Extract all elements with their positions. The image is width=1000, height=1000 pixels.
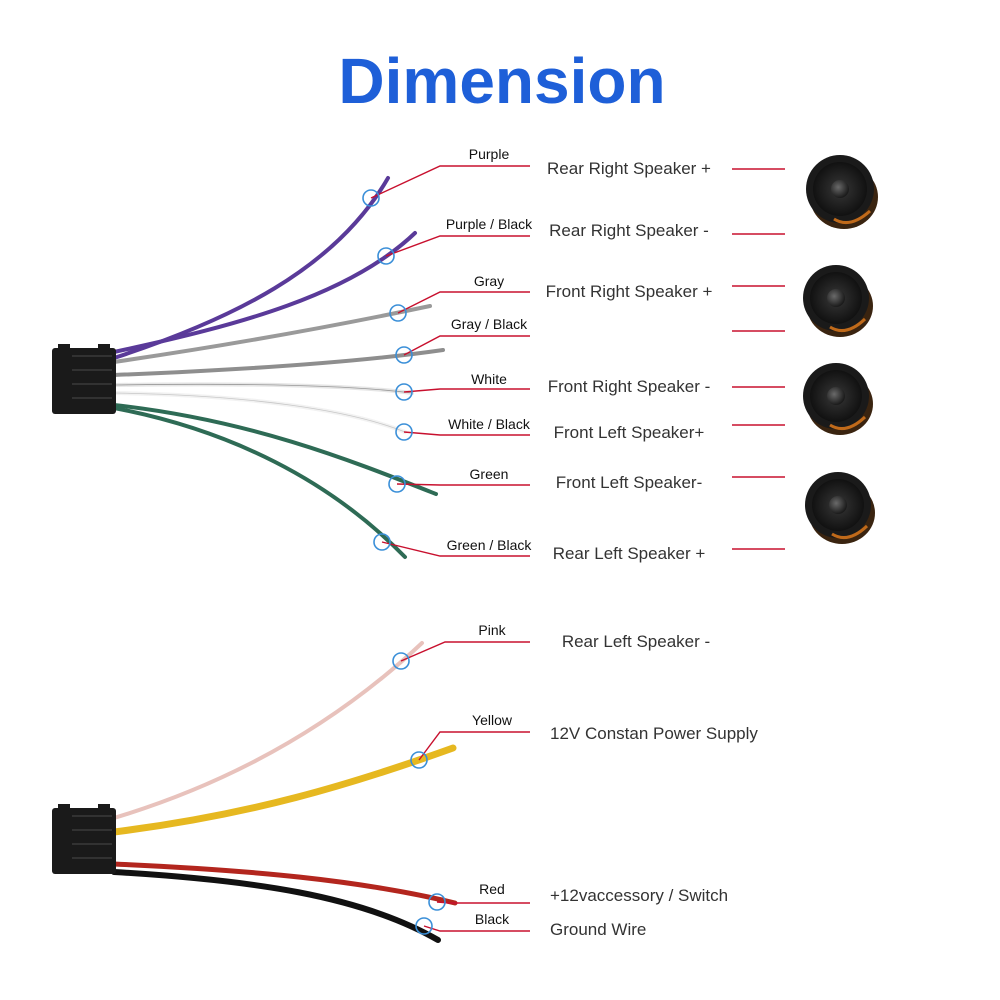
- function-label: Rear Left Speaker +: [553, 544, 706, 563]
- page-title: Dimension: [338, 45, 665, 117]
- upper-wire-labels: Purple Purple / Black Gray Gray / Black …: [446, 146, 533, 553]
- upper-leaders: [370, 165, 530, 557]
- lower-wire-labels: Pink Yellow Red Black: [472, 622, 513, 927]
- wire-label: White / Black: [448, 416, 531, 432]
- lower-functions: Rear Left Speaker - 12V Constan Power Su…: [550, 632, 758, 939]
- lower-markers: [392, 652, 446, 935]
- upper-functions: Rear Right Speaker + Rear Right Speaker …: [546, 159, 713, 563]
- wire-label: Green: [470, 466, 509, 482]
- wire-label: White: [471, 371, 507, 387]
- function-label: Front Right Speaker -: [548, 377, 711, 396]
- speaker-leaders: [732, 168, 785, 550]
- wire-pink: [112, 641, 424, 820]
- wire-gray: [112, 304, 432, 364]
- function-label: 12V Constan Power Supply: [550, 724, 758, 743]
- wire-yellow: [110, 744, 457, 836]
- function-label: Rear Left Speaker -: [562, 632, 710, 651]
- wire-label: Black: [475, 911, 510, 927]
- wire-label: Pink: [478, 622, 506, 638]
- upper-wires: [112, 176, 445, 559]
- speaker-icon: [803, 265, 873, 337]
- wire-label: Yellow: [472, 712, 513, 728]
- wire-gray-black: [112, 348, 445, 377]
- wire-green-black: [112, 406, 407, 559]
- wire-label: Gray: [474, 273, 504, 289]
- wire-black: [111, 869, 441, 943]
- lower-connector: [52, 804, 116, 874]
- speaker-icon: [805, 472, 875, 544]
- function-label: Ground Wire: [550, 920, 646, 939]
- lower-leaders: [400, 641, 530, 932]
- function-label: Front Left Speaker+: [554, 423, 705, 442]
- lower-wires: [110, 641, 458, 943]
- function-label: +12vaccessory / Switch: [550, 886, 728, 905]
- function-label: Rear Right Speaker -: [549, 221, 709, 240]
- wire-purple: [112, 176, 390, 360]
- wire-label: Gray / Black: [451, 316, 528, 332]
- wire-label: Purple: [469, 146, 510, 162]
- wire-label: Red: [479, 881, 505, 897]
- wire-label: Green / Black: [447, 537, 533, 553]
- speaker-icon: [806, 155, 878, 229]
- wire-label: Purple / Black: [446, 216, 533, 232]
- function-label: Front Right Speaker +: [546, 282, 713, 301]
- wire-green: [112, 403, 438, 496]
- wire-red: [111, 861, 458, 906]
- function-label: Front Left Speaker-: [556, 473, 702, 492]
- upper-connector: [52, 344, 116, 414]
- speaker-icon: [803, 363, 873, 435]
- function-label: Rear Right Speaker +: [547, 159, 711, 178]
- upper-markers: [362, 189, 413, 551]
